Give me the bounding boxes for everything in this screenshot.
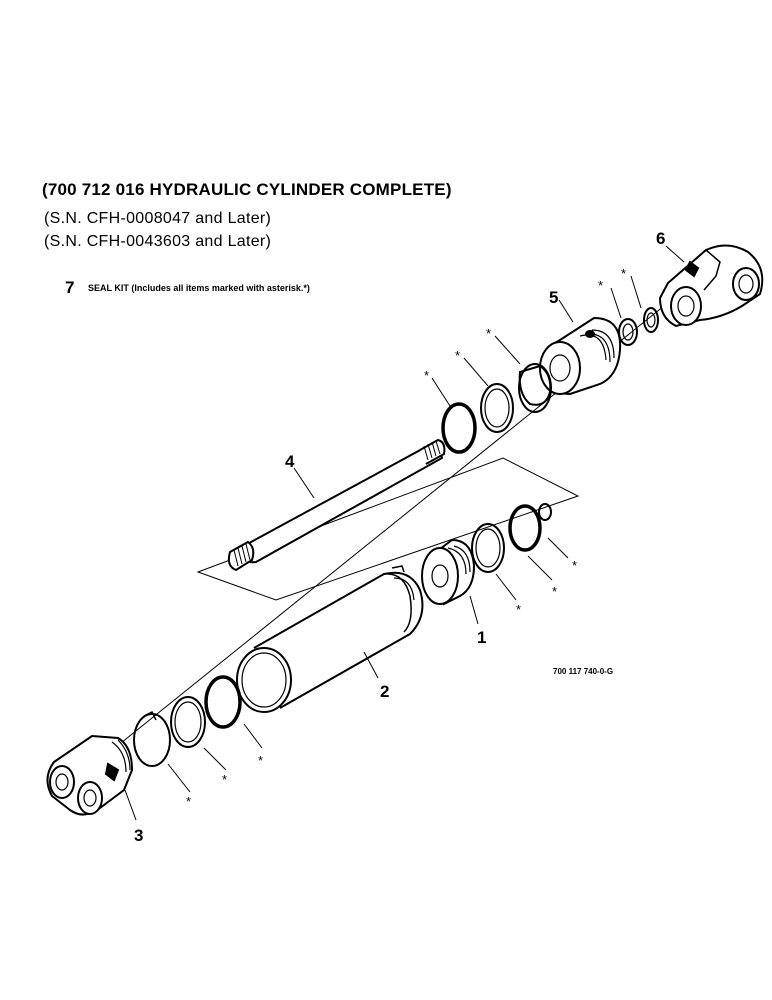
- asterisk-marker: *: [424, 368, 429, 383]
- asterisk-marker: *: [598, 278, 603, 293]
- part-1-piston: [421, 503, 552, 606]
- callout-leader-lines: [124, 245, 685, 821]
- part-5-seal-rings: [441, 363, 552, 454]
- callout-6: 6: [656, 229, 665, 248]
- callout-2: 2: [380, 682, 389, 701]
- part-3-seal-rings: [133, 675, 242, 767]
- callout-4: 4: [285, 452, 295, 471]
- diagram-title: (700 712 016 HYDRAULIC CYLINDER COMPLETE…: [42, 180, 452, 199]
- asterisk-marker: *: [222, 772, 227, 787]
- seal-kit-description: SEAL KIT (Includes all items marked with…: [88, 283, 310, 293]
- serial-range-2: (S.N. CFH-0043603 and Later): [44, 233, 272, 250]
- asterisk-marker: *: [258, 753, 263, 768]
- asterisk-marker: *: [572, 558, 577, 573]
- asterisk-marker: *: [621, 266, 626, 281]
- part-2-barrel: [236, 565, 424, 713]
- part-4-piston-rod: [196, 438, 580, 601]
- callout-3: 3: [134, 826, 143, 845]
- seal-kit-number: 7: [65, 278, 75, 297]
- callout-5: 5: [549, 288, 558, 307]
- part-5-gland: [538, 316, 622, 396]
- part-3-base-clevis: [46, 734, 134, 816]
- asterisk-marker: *: [516, 602, 521, 617]
- callout-1: 1: [477, 628, 486, 647]
- asterisk-marker: *: [186, 794, 191, 809]
- part-6-rod-clevis: [658, 244, 764, 328]
- drawing-number: 700 117 740-0-G: [553, 667, 614, 676]
- serial-range-1: (S.N. CFH-0008047 and Later): [44, 210, 272, 227]
- asterisk-marker: *: [552, 584, 557, 599]
- asterisk-marker: *: [486, 326, 491, 341]
- asterisk-marker: *: [455, 348, 460, 363]
- part-6-seal-rings: [618, 307, 659, 346]
